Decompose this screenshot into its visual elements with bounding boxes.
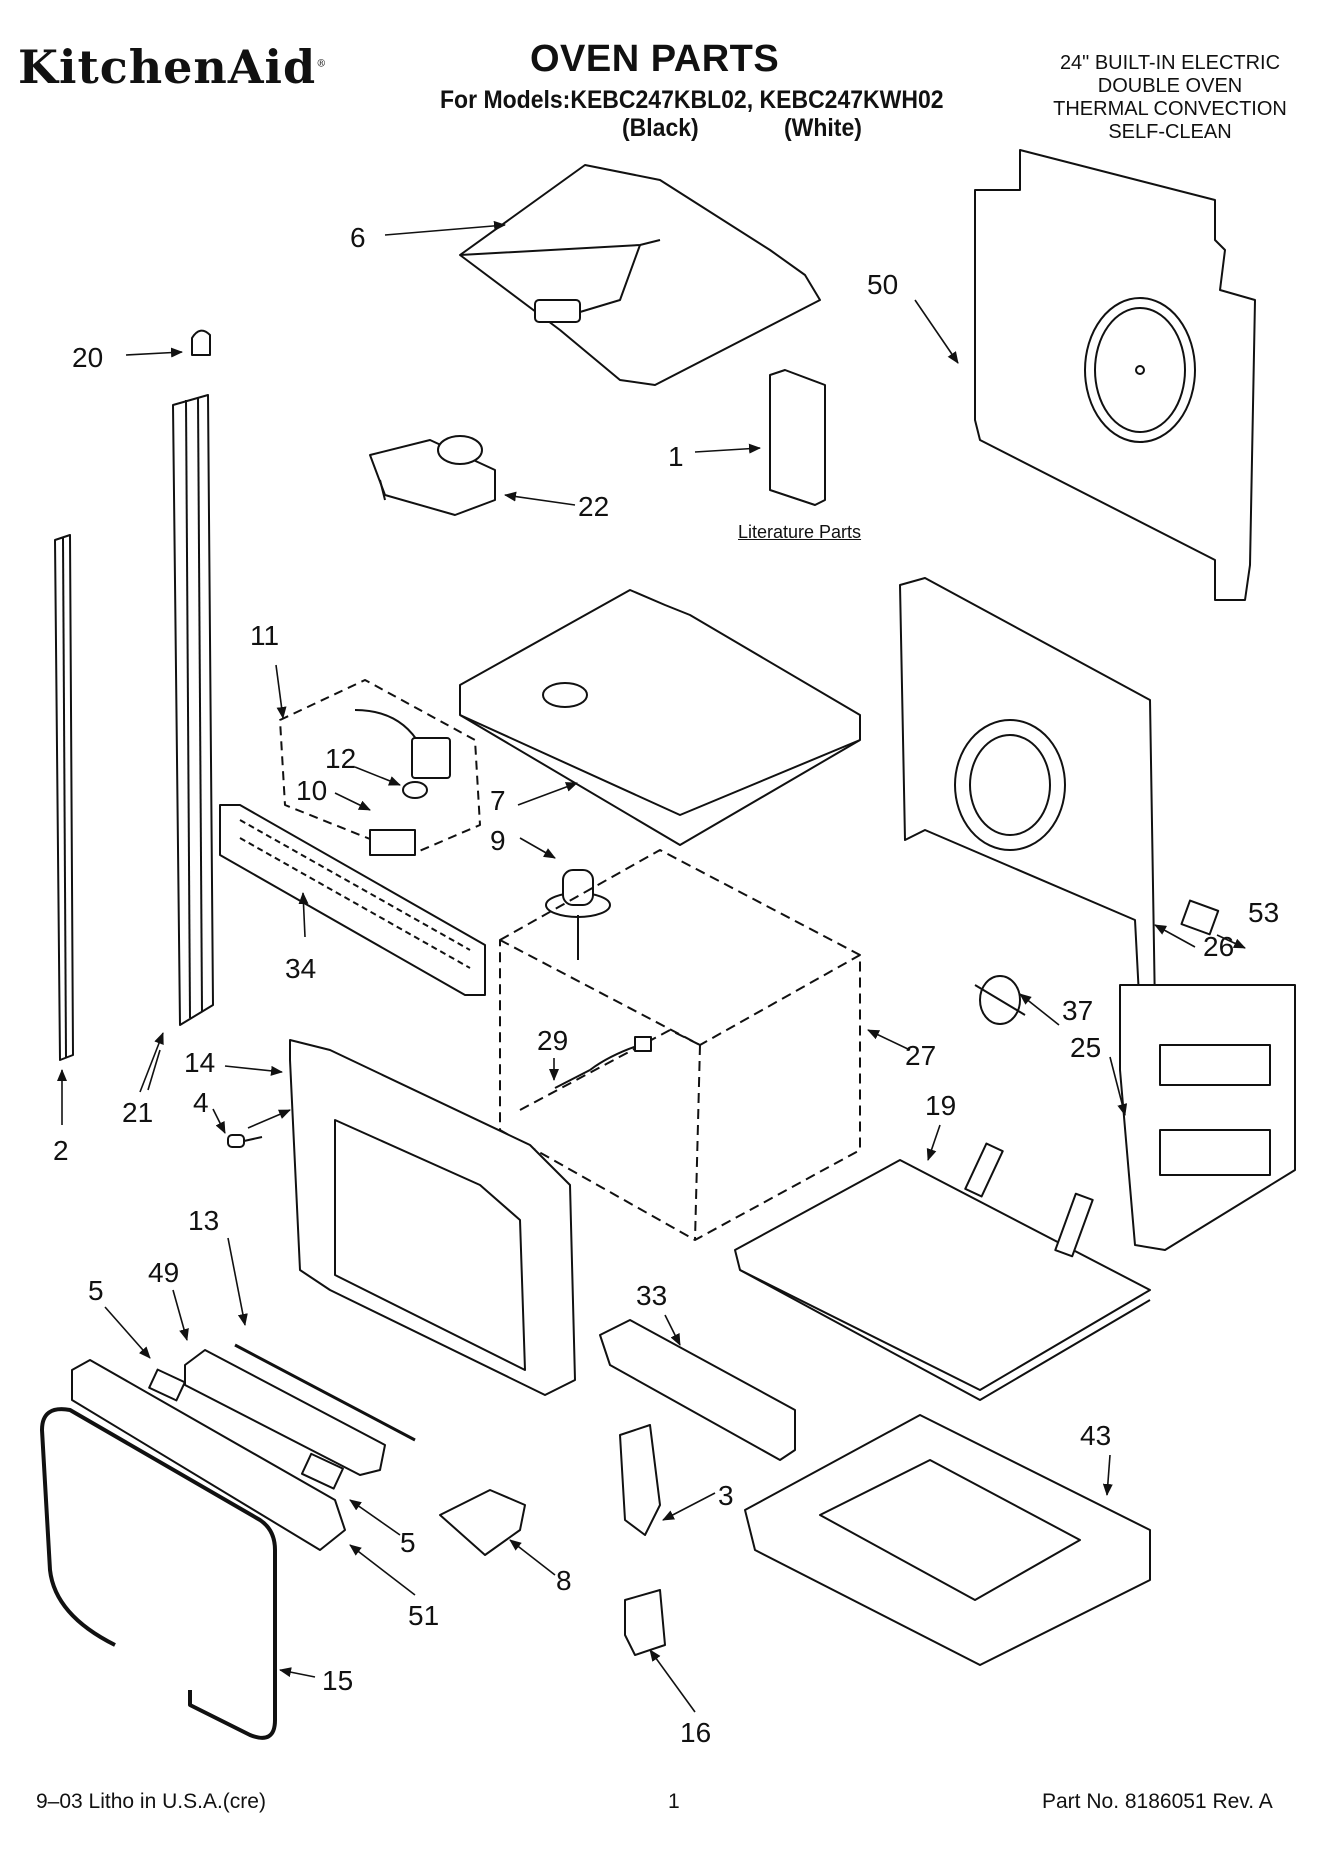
brand-logo: KitchenAid®	[18, 40, 328, 94]
callout-1: 1	[668, 441, 684, 472]
part-26-rear-frame	[899, 577, 1156, 1016]
callout-26: 26	[1203, 931, 1234, 962]
callout-22: 22	[578, 491, 609, 522]
footer-part-number: Part No. 8186051 Rev. A	[1042, 1790, 1273, 1813]
part-25-side-panel	[1119, 984, 1296, 1251]
part-11-wire-assembly	[279, 679, 481, 856]
callout-10: 10	[296, 775, 327, 806]
part-1-literature	[769, 369, 826, 506]
callout-29: 29	[537, 1025, 568, 1056]
footer-page-number: 1	[668, 1790, 680, 1813]
callout-labels: 6 50 20 1 22 11 12 10 7 9 34 26 53 37 27…	[53, 222, 1279, 1748]
part-34-vent-grille	[219, 804, 486, 996]
part-9-convection-element	[545, 869, 611, 960]
callout-5: 5	[88, 1275, 104, 1306]
callout-37: 37	[1062, 995, 1093, 1026]
callout-13: 13	[188, 1205, 219, 1236]
callout-6: 6	[350, 222, 366, 253]
part-4-screw	[227, 1134, 263, 1148]
callout-4: 4	[193, 1087, 209, 1118]
callout-25: 25	[1070, 1032, 1101, 1063]
part-6-top-panel	[459, 164, 821, 386]
part-5-block	[148, 1368, 186, 1402]
callout-15: 15	[322, 1665, 353, 1696]
variant-white: (White)	[784, 114, 862, 142]
description-line: SELF-CLEAN	[1108, 121, 1232, 143]
callout-50: 50	[867, 269, 898, 300]
part-43-bottom-tray	[744, 1414, 1151, 1666]
callout-43: 43	[1080, 1420, 1111, 1451]
description-line: DOUBLE OVEN	[1097, 75, 1243, 97]
leader-arrows	[57, 220, 1246, 1713]
part-37-thermostat	[974, 975, 1026, 1025]
callout-49: 49	[148, 1257, 179, 1288]
callout-12: 12	[325, 743, 356, 774]
part-14-front-frame	[289, 1039, 576, 1396]
part-33-bracket	[599, 1319, 796, 1461]
callout-14: 14	[184, 1047, 215, 1078]
callout-9: 9	[490, 825, 506, 856]
part-2-trim-strip	[54, 534, 74, 1061]
callout-16: 16	[680, 1717, 711, 1748]
callout-51: 51	[408, 1600, 439, 1631]
part-5-block	[300, 1452, 344, 1490]
callout-11: 11	[250, 620, 279, 651]
callout-7: 7	[490, 785, 506, 816]
description-line: 24" BUILT-IN ELECTRIC	[1059, 52, 1281, 74]
callout-3: 3	[718, 1480, 734, 1511]
part-15-door-gasket	[40, 1407, 277, 1740]
page-title: OVEN PARTS	[530, 38, 780, 80]
callout-27: 27	[905, 1040, 936, 1071]
callout-2: 2	[53, 1135, 69, 1166]
description-line: THERMAL CONVECTION	[1053, 98, 1287, 120]
part-8-bracket	[439, 1489, 526, 1556]
part-21-side-trim	[172, 394, 214, 1026]
part-29-sensor	[554, 1036, 652, 1089]
callout-20: 20	[72, 342, 103, 373]
part-49-bracket	[184, 1349, 386, 1476]
part-20-cap	[191, 329, 211, 356]
part-3-bracket	[619, 1424, 661, 1536]
callout-53: 53	[1248, 897, 1279, 928]
callout-21: 21	[122, 1097, 153, 1128]
part-7-oven-top	[459, 589, 861, 846]
part-19-oven-bottom	[734, 1142, 1151, 1401]
part-16-bracket	[624, 1589, 666, 1656]
part-51-vent-trim	[71, 1359, 346, 1551]
literature-parts-label: Literature Parts	[738, 522, 862, 542]
callout-33: 33	[636, 1280, 667, 1311]
footer-print-info: 9–03 Litho in U.S.A.(cre)	[36, 1790, 266, 1813]
part-50-rear-panel	[974, 149, 1256, 601]
callout-19: 19	[925, 1090, 956, 1121]
callout-5: 5	[400, 1527, 416, 1558]
variant-black: (Black)	[622, 114, 699, 142]
models-line: For Models:KEBC247KBL02, KEBC247KWH02	[440, 86, 944, 114]
part-22-switch-assembly	[369, 435, 496, 516]
part-53-clip	[1180, 899, 1220, 936]
part-13-gasket-strip	[234, 1343, 416, 1442]
callout-8: 8	[556, 1565, 572, 1596]
callout-34: 34	[285, 953, 316, 984]
